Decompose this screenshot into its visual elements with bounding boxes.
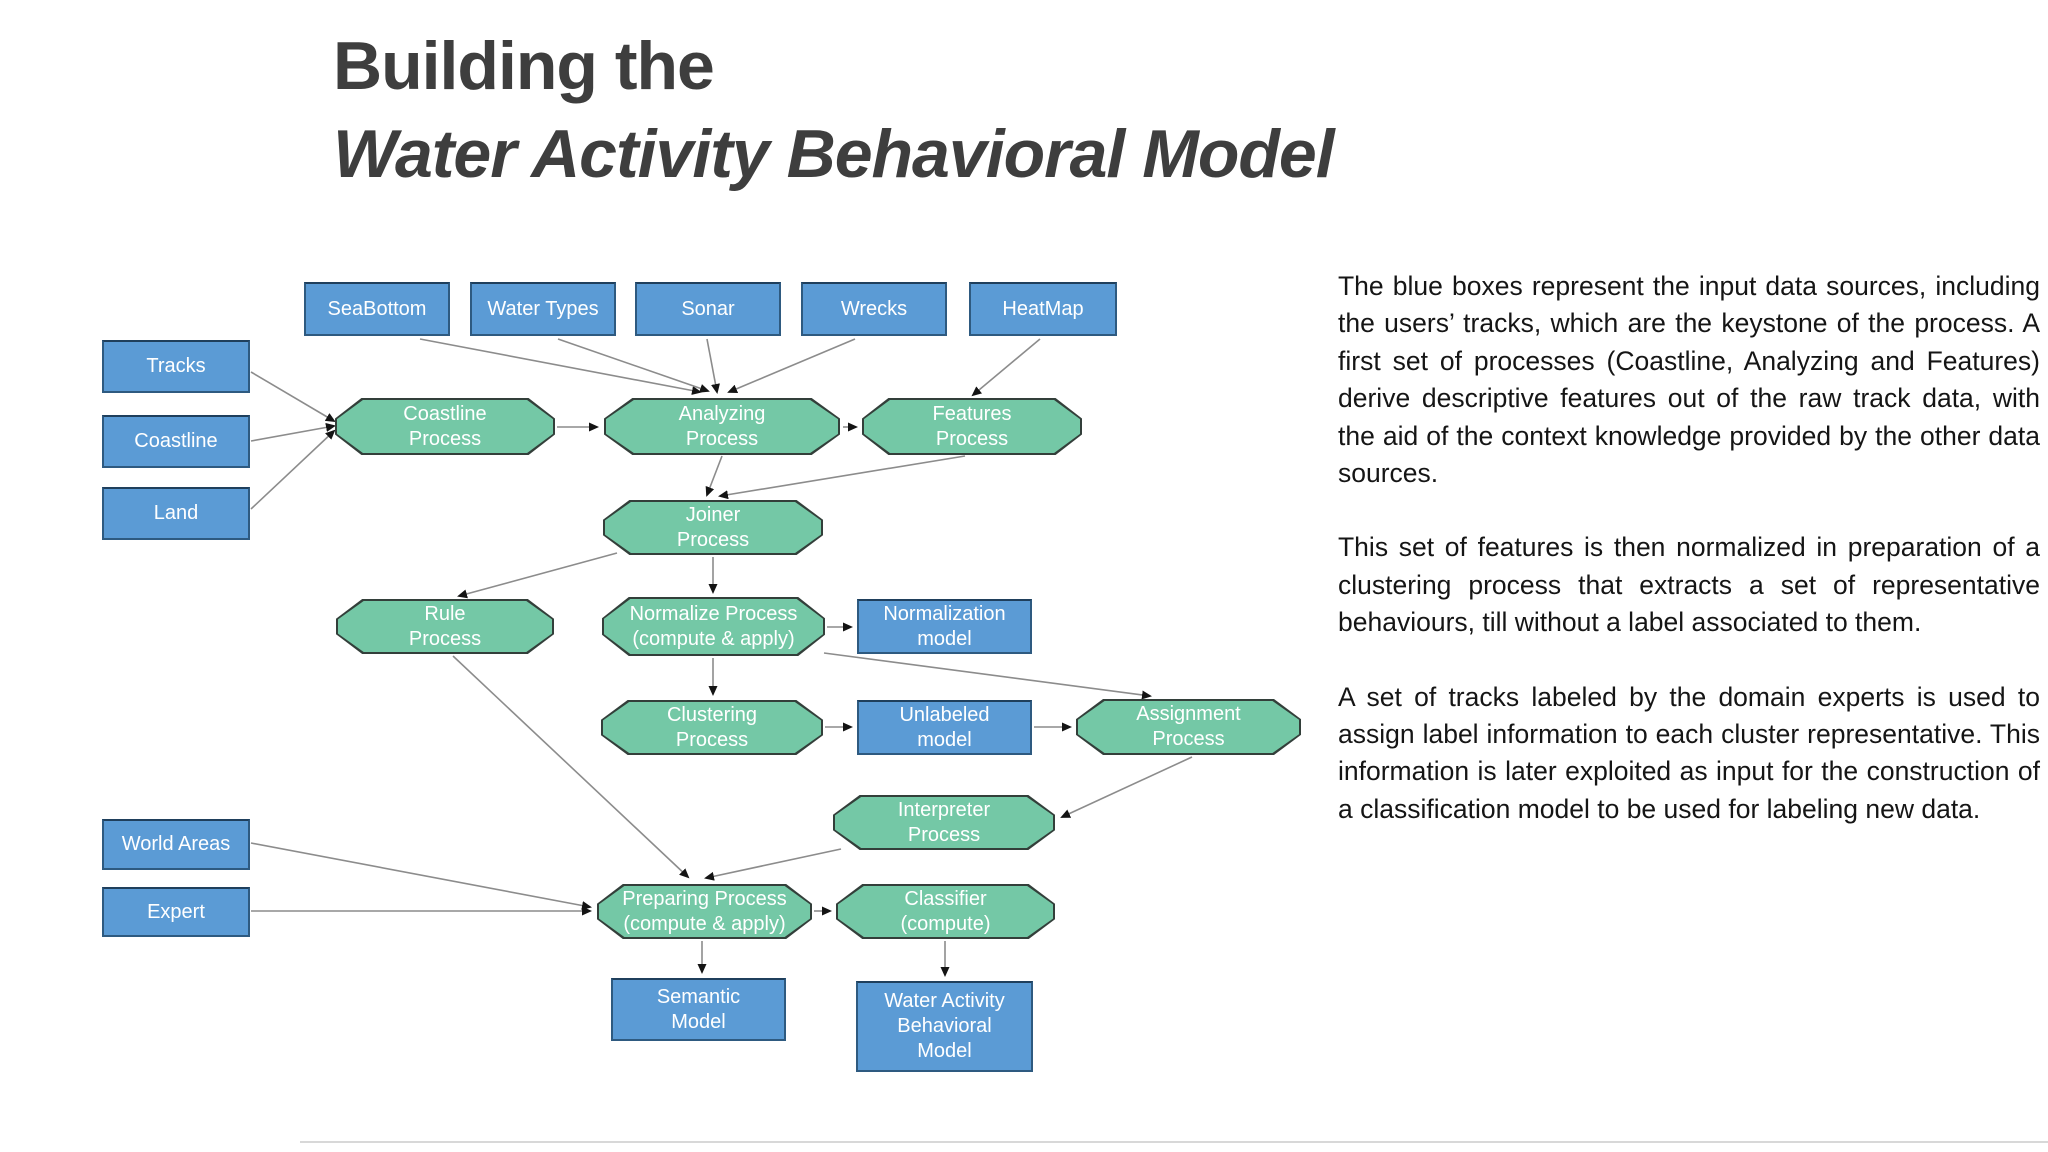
source-box-water-types: Water Types	[470, 282, 616, 336]
source-box-land: Land	[102, 487, 250, 540]
process-label: Coastline Process	[403, 402, 487, 450]
source-label: Coastline	[134, 430, 218, 452]
arrow	[1060, 756, 1193, 818]
source-label: Water Types	[487, 297, 599, 320]
process-label: Classifier (compute)	[900, 887, 991, 935]
source-box-seabottom: SeaBottom	[304, 282, 450, 336]
source-label: Tracks	[146, 355, 206, 377]
source-label: Wrecks	[840, 297, 908, 320]
process-box-rule: Rule Process	[336, 599, 554, 654]
arrow	[452, 655, 690, 879]
arrow	[704, 848, 842, 881]
source-label: Expert	[147, 900, 205, 923]
process-box-preparing: Preparing Process (compute & apply)	[597, 884, 812, 939]
arrow	[971, 338, 1041, 397]
bottom-hairline	[300, 1141, 2048, 1143]
process-box-analyzing: Analyzing Process	[604, 398, 840, 455]
notes-paragraph-2: This set of features is then normalized …	[1338, 532, 2040, 638]
process-label: Rule Process	[408, 602, 482, 650]
process-box-normalize: Normalize Process (compute & apply)	[602, 597, 825, 656]
arrow	[457, 552, 618, 599]
process-label: Clustering Process	[666, 703, 758, 751]
arrow	[250, 842, 592, 910]
process-box-clustering: Clustering Process	[601, 700, 823, 755]
arrow	[250, 422, 336, 442]
source-box-sonar: Sonar	[635, 282, 781, 336]
process-label: Preparing Process (compute & apply)	[622, 887, 787, 935]
process-label: Joiner Process	[676, 503, 750, 551]
process-label: Interpreter Process	[897, 798, 991, 846]
source-box-expert: Expert	[102, 887, 250, 937]
source-box-world-areas: World Areas	[102, 819, 250, 870]
source-label: SeaBottom	[327, 297, 427, 320]
source-box-tracks: Tracks	[102, 340, 250, 393]
process-box-joiner: Joiner Process	[603, 500, 823, 555]
arrow	[419, 338, 702, 395]
process-box-classifier: Classifier (compute)	[836, 884, 1055, 939]
source-label: HeatMap	[1002, 297, 1084, 320]
slide-title: Building the Water Activity Behavioral M…	[333, 22, 1335, 198]
process-label: Normalize Process (compute & apply)	[629, 602, 798, 650]
process-box-assignment: Assignment Process	[1076, 699, 1301, 755]
model-box-water-activity-behavioral: Water Activity Behavioral Model	[856, 981, 1033, 1072]
process-box-coastline: Coastline Process	[335, 398, 555, 455]
source-label: World Areas	[121, 833, 231, 855]
model-box-unlabeled: Unlabeled model	[857, 700, 1032, 755]
notes-panel: The blue boxes represent the input data …	[1338, 268, 2040, 865]
source-label: Sonar	[681, 297, 735, 320]
source-box-heatmap: HeatMap	[969, 282, 1117, 336]
process-label: Analyzing Process	[678, 402, 766, 450]
source-box-coastline: Coastline	[102, 415, 250, 468]
source-label: Land	[153, 502, 199, 524]
model-box-semantic: Semantic Model	[611, 978, 786, 1041]
model-label: Normalization model	[883, 602, 1006, 650]
title-line-2: Water Activity Behavioral Model	[333, 116, 1335, 192]
notes-paragraph-1: The blue boxes represent the input data …	[1338, 271, 2040, 489]
arrow	[823, 652, 1152, 700]
arrow	[727, 338, 856, 394]
model-box-normalization: Normalization model	[857, 599, 1032, 654]
title-line-1: Building the	[333, 28, 715, 104]
arrow	[250, 371, 336, 423]
model-label: Semantic Model	[656, 985, 741, 1033]
arrow	[557, 338, 710, 393]
model-label: Unlabeled model	[899, 703, 990, 751]
arrow	[705, 455, 723, 497]
arrow	[718, 455, 966, 500]
process-box-interpreter: Interpreter Process	[833, 795, 1055, 850]
model-label: Water Activity Behavioral Model	[884, 990, 1005, 1062]
arrow	[706, 338, 720, 394]
process-box-features: Features Process	[862, 398, 1082, 455]
process-label: Features Process	[932, 402, 1012, 450]
source-box-wrecks: Wrecks	[801, 282, 947, 336]
arrow	[250, 429, 336, 510]
notes-paragraph-3: A set of tracks labeled by the domain ex…	[1338, 681, 2040, 824]
process-label: Assignment Process	[1136, 703, 1241, 750]
